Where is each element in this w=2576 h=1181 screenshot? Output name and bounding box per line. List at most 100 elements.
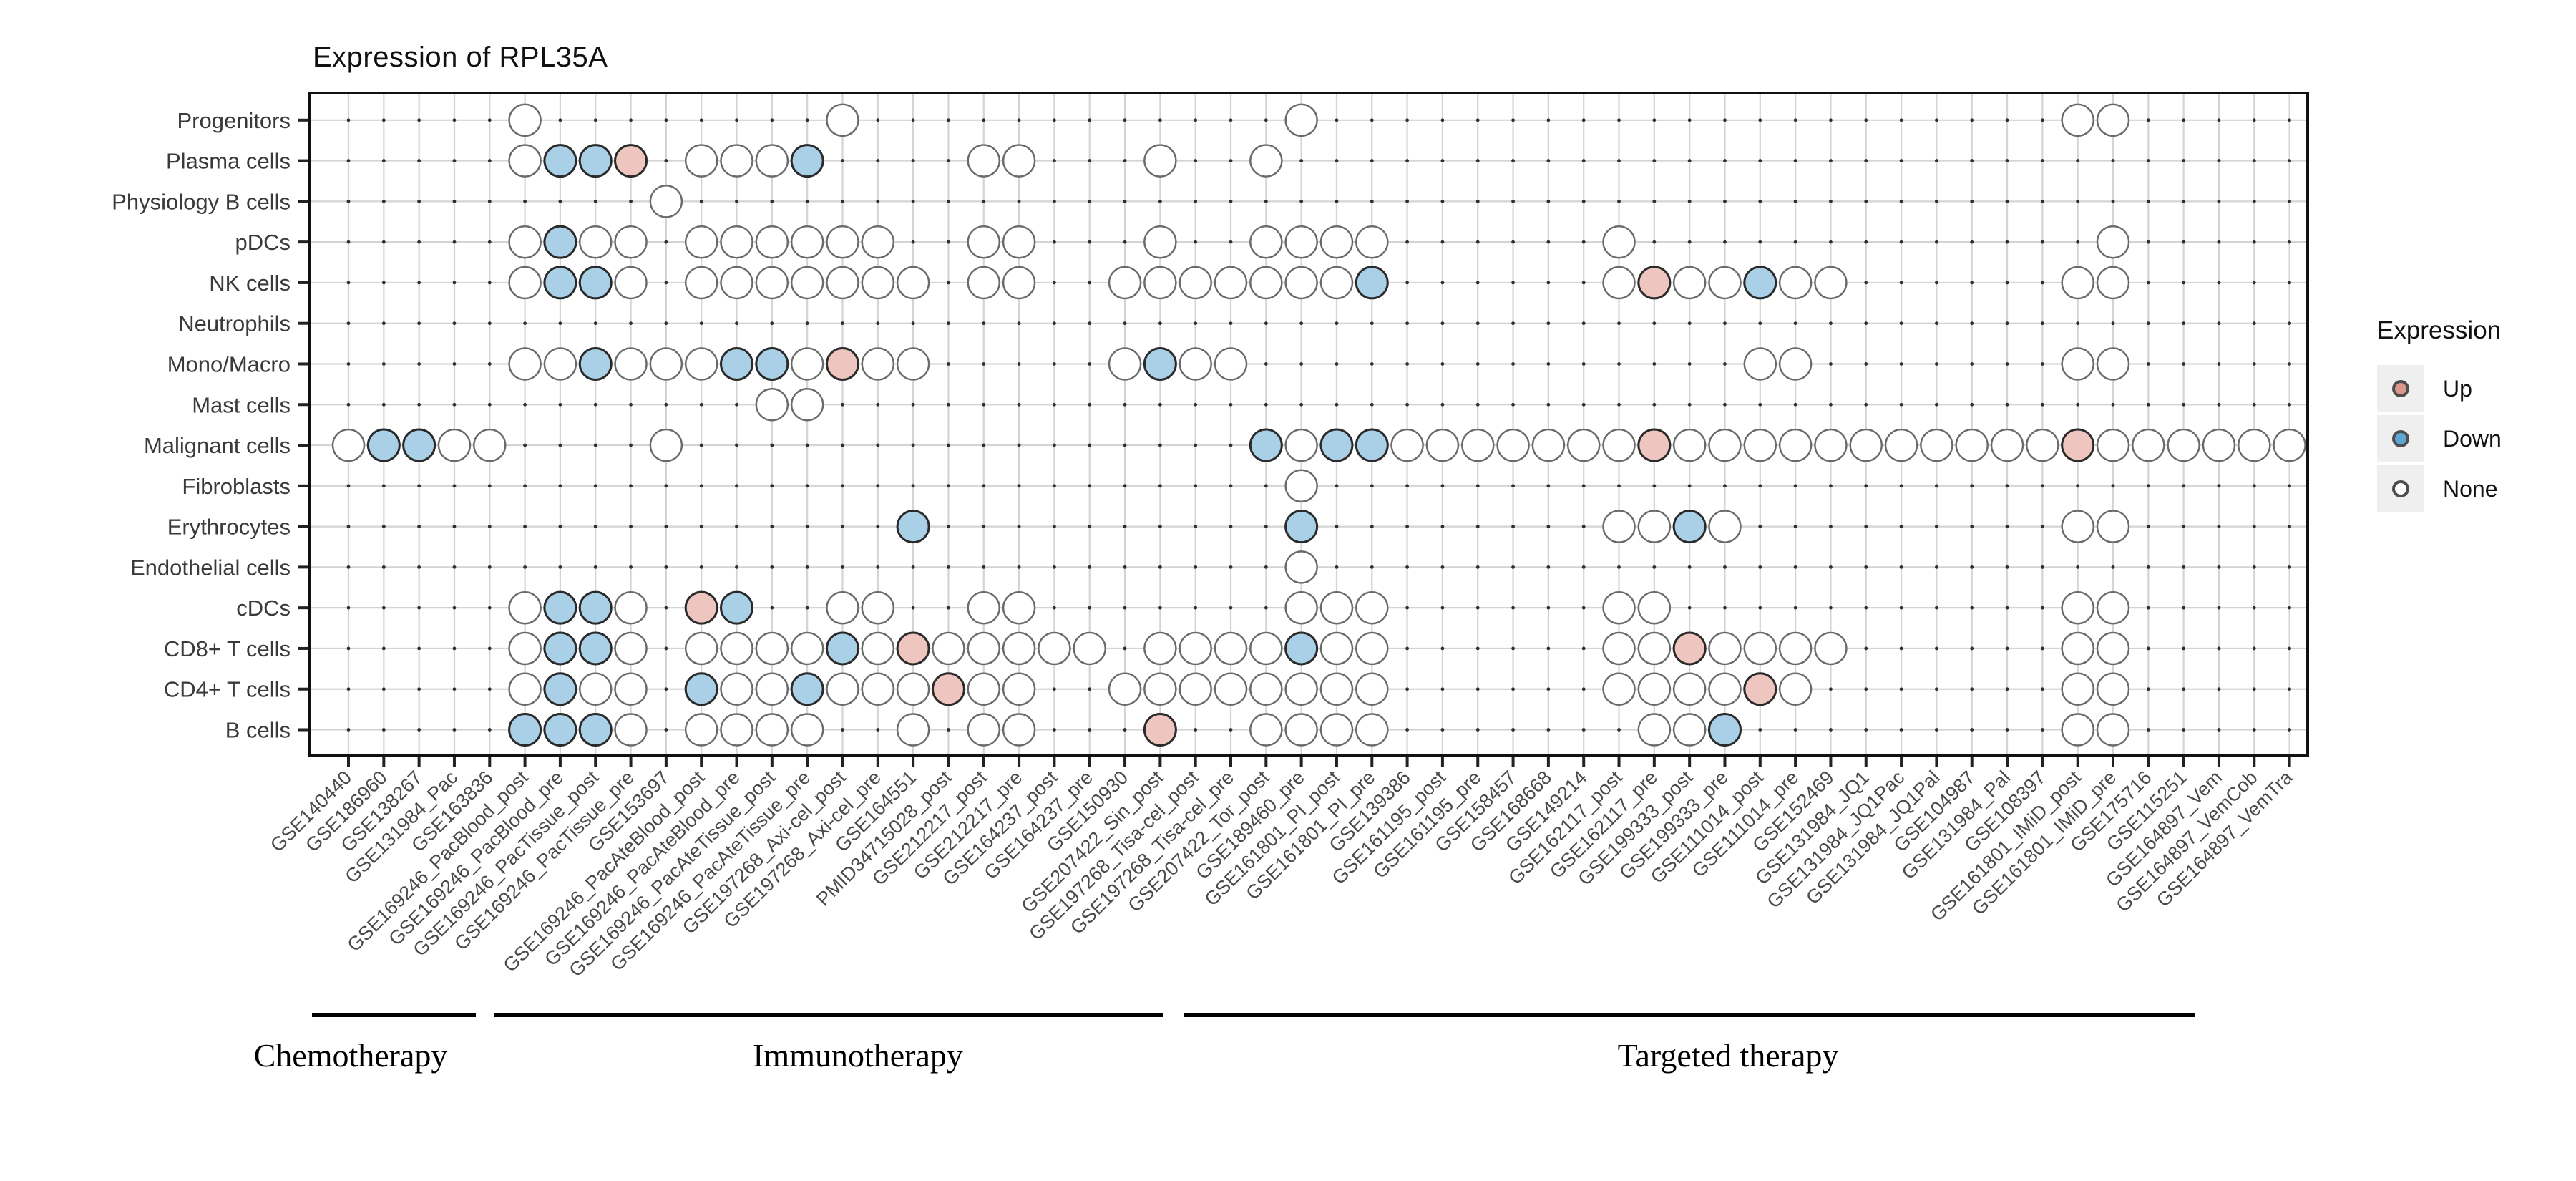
grid-point: [381, 728, 386, 732]
grid-point: [841, 443, 844, 447]
grid-point: [1053, 484, 1056, 488]
grid-point: [805, 199, 809, 203]
grid-point: [2288, 159, 2292, 162]
grid-point: [1687, 565, 1692, 569]
grid-point: [2217, 525, 2221, 528]
chart-title: Expression of RPL35A: [313, 42, 608, 73]
expression-dot: [755, 225, 789, 259]
grid-point: [1935, 321, 1938, 326]
grid-point: [2182, 281, 2186, 285]
expression-dot: [1284, 590, 1318, 625]
legend-item-label: Up: [2443, 375, 2472, 402]
expression-dot: [720, 346, 754, 381]
grid-point: [346, 118, 351, 122]
grid-point: [947, 402, 950, 407]
expression-dot: [1214, 672, 1248, 706]
expression-dot: [2096, 266, 2130, 300]
grid-point: [1475, 240, 1480, 244]
grid-point: [1793, 199, 1797, 203]
grid-point: [1370, 118, 1374, 122]
expression-dot: [578, 266, 613, 300]
grid-point: [1511, 362, 1515, 366]
expression-dot: [967, 631, 1000, 666]
grid-point: [1405, 728, 1409, 732]
expression-dot: [861, 347, 895, 381]
grid-point: [735, 199, 738, 203]
grid-point: [947, 443, 950, 447]
grid-point: [1723, 199, 1727, 203]
grid-point: [1581, 402, 1586, 407]
grid-point: [1793, 525, 1797, 528]
grid-point: [1581, 321, 1586, 326]
grid-point: [2182, 565, 2186, 569]
grid-point: [947, 321, 950, 326]
expression-dot: [755, 346, 789, 381]
expression-dot: [896, 510, 930, 544]
group-label: Chemotherapy: [254, 1037, 448, 1074]
grid-point: [452, 118, 457, 122]
grid-point: [699, 118, 703, 122]
grid-point: [1793, 118, 1797, 122]
expression-dot: [861, 590, 895, 625]
grid-point: [346, 199, 351, 203]
expression-dot: [437, 428, 472, 462]
grid-point: [1370, 199, 1374, 203]
grid-point: [1123, 728, 1127, 732]
grid-point: [947, 362, 950, 366]
grid-point: [487, 646, 492, 651]
grid-point: [1864, 687, 1868, 691]
grid-point: [1829, 240, 1833, 244]
grid-point: [2252, 362, 2256, 366]
grid-point: [841, 728, 844, 732]
expression-dot: [1637, 590, 1672, 625]
grid-point: [1617, 199, 1621, 203]
grid-point: [1546, 565, 1551, 569]
grid-point: [770, 525, 774, 528]
grid-point: [911, 199, 915, 203]
grid-point: [1617, 565, 1621, 569]
expression-dot: [1920, 428, 1953, 462]
expression-dot: [2167, 428, 2200, 462]
expression-dot: [1319, 266, 1354, 300]
expression-dot: [932, 631, 965, 666]
expression-dot: [1778, 672, 1813, 706]
grid-point: [2217, 646, 2221, 651]
grid-point: [2288, 606, 2292, 610]
expression-dot: [1284, 266, 1318, 300]
grid-point: [1475, 118, 1480, 122]
grid-point: [2217, 687, 2221, 691]
expression-dot: [755, 144, 789, 178]
grid-point: [1229, 240, 1233, 244]
expression-dot: [331, 428, 366, 462]
grid-point: [770, 321, 774, 326]
grid-point: [2005, 281, 2009, 285]
grid-point: [1687, 321, 1692, 326]
grid-point: [2146, 565, 2150, 569]
grid-point: [699, 443, 703, 447]
expression-dot: [2096, 713, 2130, 747]
grid-point: [417, 402, 421, 407]
grid-point: [1617, 484, 1621, 488]
grid-point: [381, 240, 386, 244]
grid-point: [1511, 606, 1515, 610]
grid-point: [346, 525, 351, 528]
grid-point: [2217, 565, 2221, 569]
grid-point: [2288, 484, 2292, 488]
grid-point: [2005, 484, 2009, 488]
grid-point: [1935, 199, 1938, 203]
grid-point: [346, 321, 351, 326]
grid-point: [381, 687, 386, 691]
expression-dot: [1778, 631, 1813, 666]
grid-point: [1546, 362, 1551, 366]
grid-point: [452, 159, 457, 162]
legend-item-label: Down: [2443, 425, 2502, 452]
grid-point: [841, 484, 844, 488]
grid-point: [664, 402, 668, 407]
grid-point: [558, 443, 562, 447]
grid-point: [1088, 159, 1092, 162]
expression-dot: [614, 266, 648, 300]
grid-point: [593, 402, 597, 407]
grid-point: [1475, 687, 1480, 691]
grid-point: [2288, 646, 2292, 651]
grid-point: [1335, 362, 1339, 366]
